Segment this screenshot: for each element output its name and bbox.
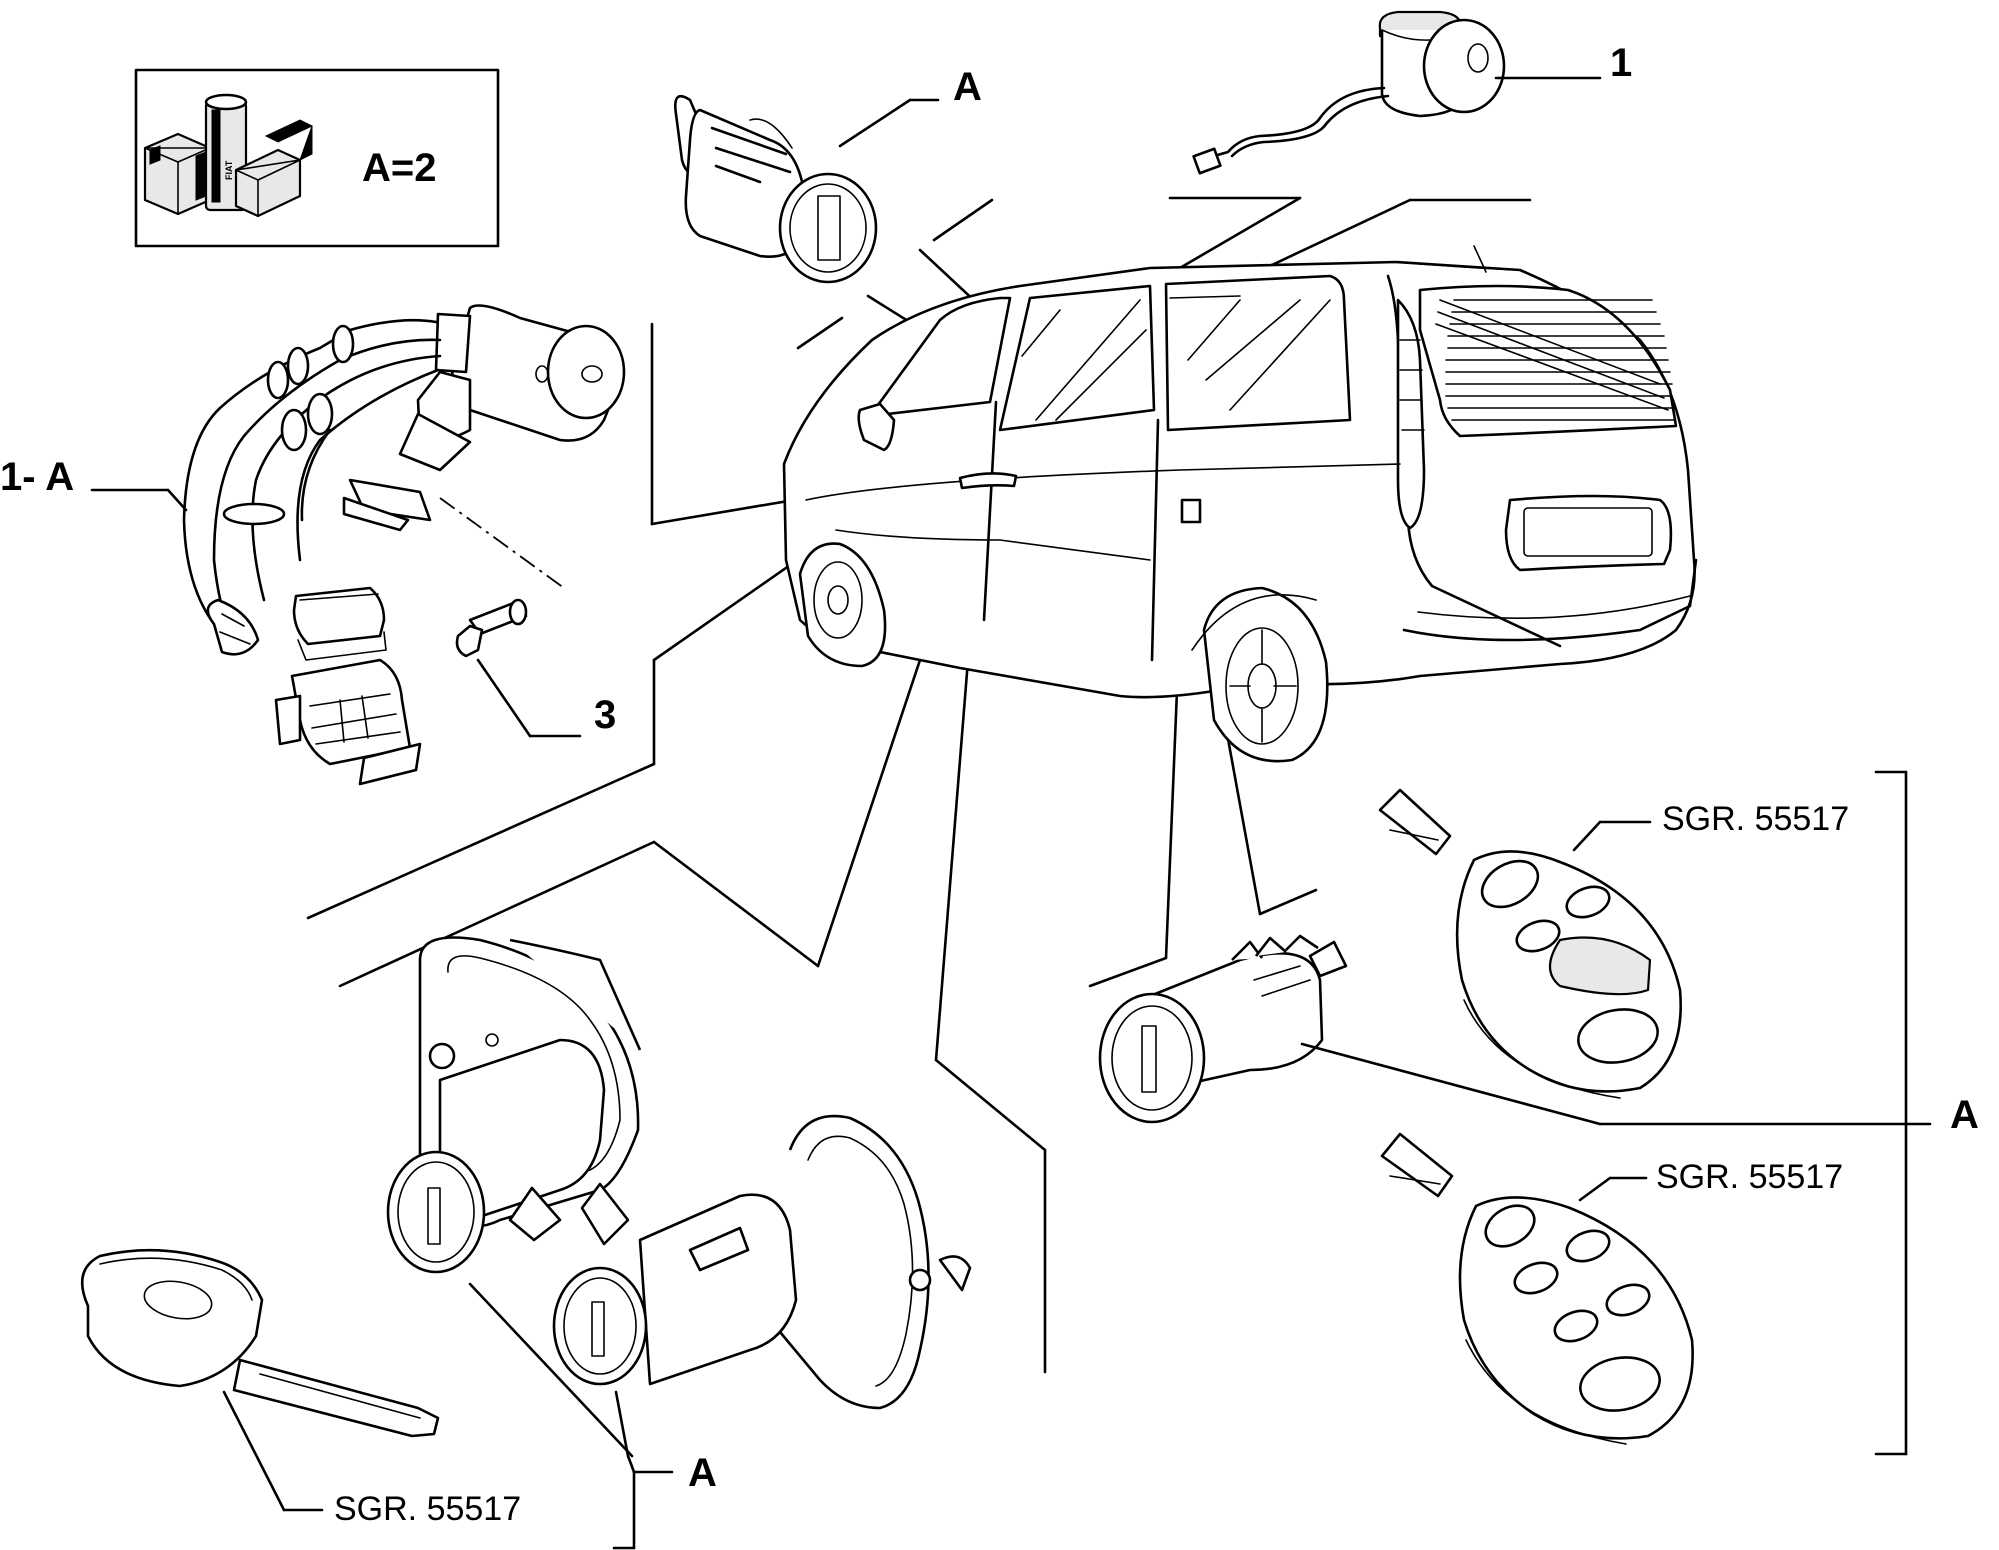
callout-1a: 1- A [0, 455, 74, 499]
quantity-note-text: A=2 [362, 146, 437, 190]
blade-key [80, 1248, 440, 1512]
ignition-switch-harness [90, 304, 626, 786]
part-ref-blade-key: SGR. 55517 [334, 1490, 521, 1528]
remote-key-3-button [1380, 1132, 1694, 1445]
logo-lettering: FIAT [224, 160, 234, 180]
screw-part [455, 598, 582, 738]
callout-a-top: A [953, 65, 982, 109]
callout-a-right: A [1950, 1093, 1979, 1137]
quantity-note-box: FIAT A=2 [134, 68, 500, 248]
tailgate-lock-large [386, 936, 642, 1458]
part-ref-remote-3-button: SGR. 55517 [1656, 1158, 1843, 1196]
callout-3: 3 [594, 693, 616, 737]
door-lock-cylinder-top [674, 95, 940, 284]
fiat-kit-logo: FIAT [143, 93, 314, 218]
group-bracket-right [1874, 770, 1908, 1456]
transponder-ring-part [1192, 10, 1602, 175]
callout-a-bottom: A [688, 1451, 717, 1495]
part-ref-remote-2-button: SGR. 55517 [1662, 800, 1849, 838]
rear-window-lines [1445, 299, 1675, 421]
tailgate-lock-small [552, 1114, 972, 1458]
vehicle-mpv [782, 245, 1698, 763]
side-door-lock-cylinder [1098, 934, 1932, 1126]
group-bracket-bottom [612, 1454, 674, 1550]
callout-1: 1 [1610, 41, 1632, 85]
remote-key-2-button [1378, 788, 1682, 1099]
